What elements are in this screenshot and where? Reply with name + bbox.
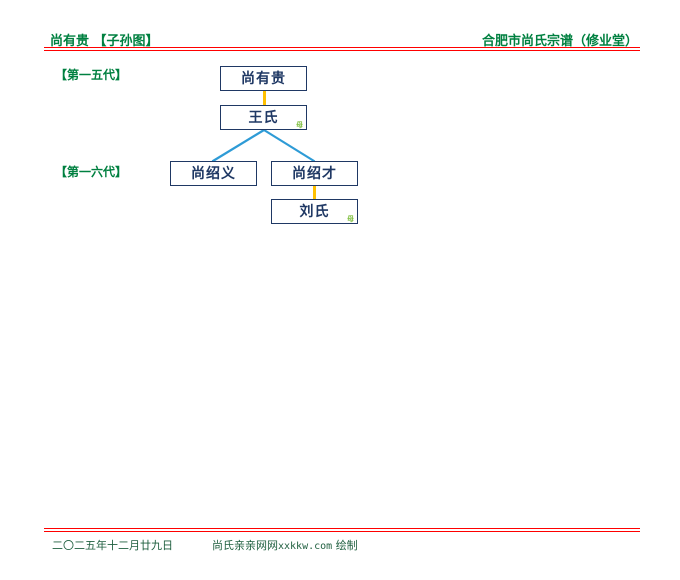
person-node-shangshaocai[interactable]: 尚绍才	[271, 161, 358, 186]
header-divider-rule	[44, 47, 640, 51]
person-mark-icon: 母	[296, 121, 303, 129]
spouse-connector-shangyougui-wangshi	[263, 90, 266, 106]
page-header: 尚有贵 【子孙图】 合肥市尚氏宗谱（修业堂）	[44, 30, 640, 50]
spouse-connector-shangshaocai-liushi	[313, 185, 316, 200]
person-name: 尚有贵	[241, 70, 286, 87]
footer-site-prefix: 尚氏亲亲网网	[212, 539, 278, 552]
person-name: 刘氏	[299, 203, 330, 220]
person-node-shangshaoyi[interactable]: 尚绍义	[170, 161, 257, 186]
person-name: 尚绍义	[191, 165, 236, 182]
person-node-liushi[interactable]: 刘氏 母	[271, 199, 358, 224]
footer-credit: 尚氏亲亲网网xxkkw.com 绘制	[212, 537, 358, 553]
person-mark-icon: 母	[347, 215, 354, 223]
header-title-left: 尚有贵 【子孙图】	[50, 34, 159, 49]
footer-divider-rule	[44, 528, 640, 532]
header-title-right: 合肥市尚氏宗谱（修业堂）	[481, 34, 638, 49]
person-node-wangshi[interactable]: 王氏 母	[220, 105, 307, 130]
person-name: 王氏	[248, 109, 279, 126]
footer-site-suffix: 绘制	[335, 539, 358, 552]
person-name: 尚绍才	[292, 165, 337, 182]
person-node-shangyougui[interactable]: 尚有贵	[220, 66, 307, 91]
footer-site-domain: xxkkw.com	[278, 541, 333, 552]
generation-label-15: 【第一五代】	[55, 68, 128, 82]
footer-date: 二〇二五年十二月廿九日	[52, 539, 173, 552]
generation-label-16: 【第一六代】	[55, 165, 128, 179]
